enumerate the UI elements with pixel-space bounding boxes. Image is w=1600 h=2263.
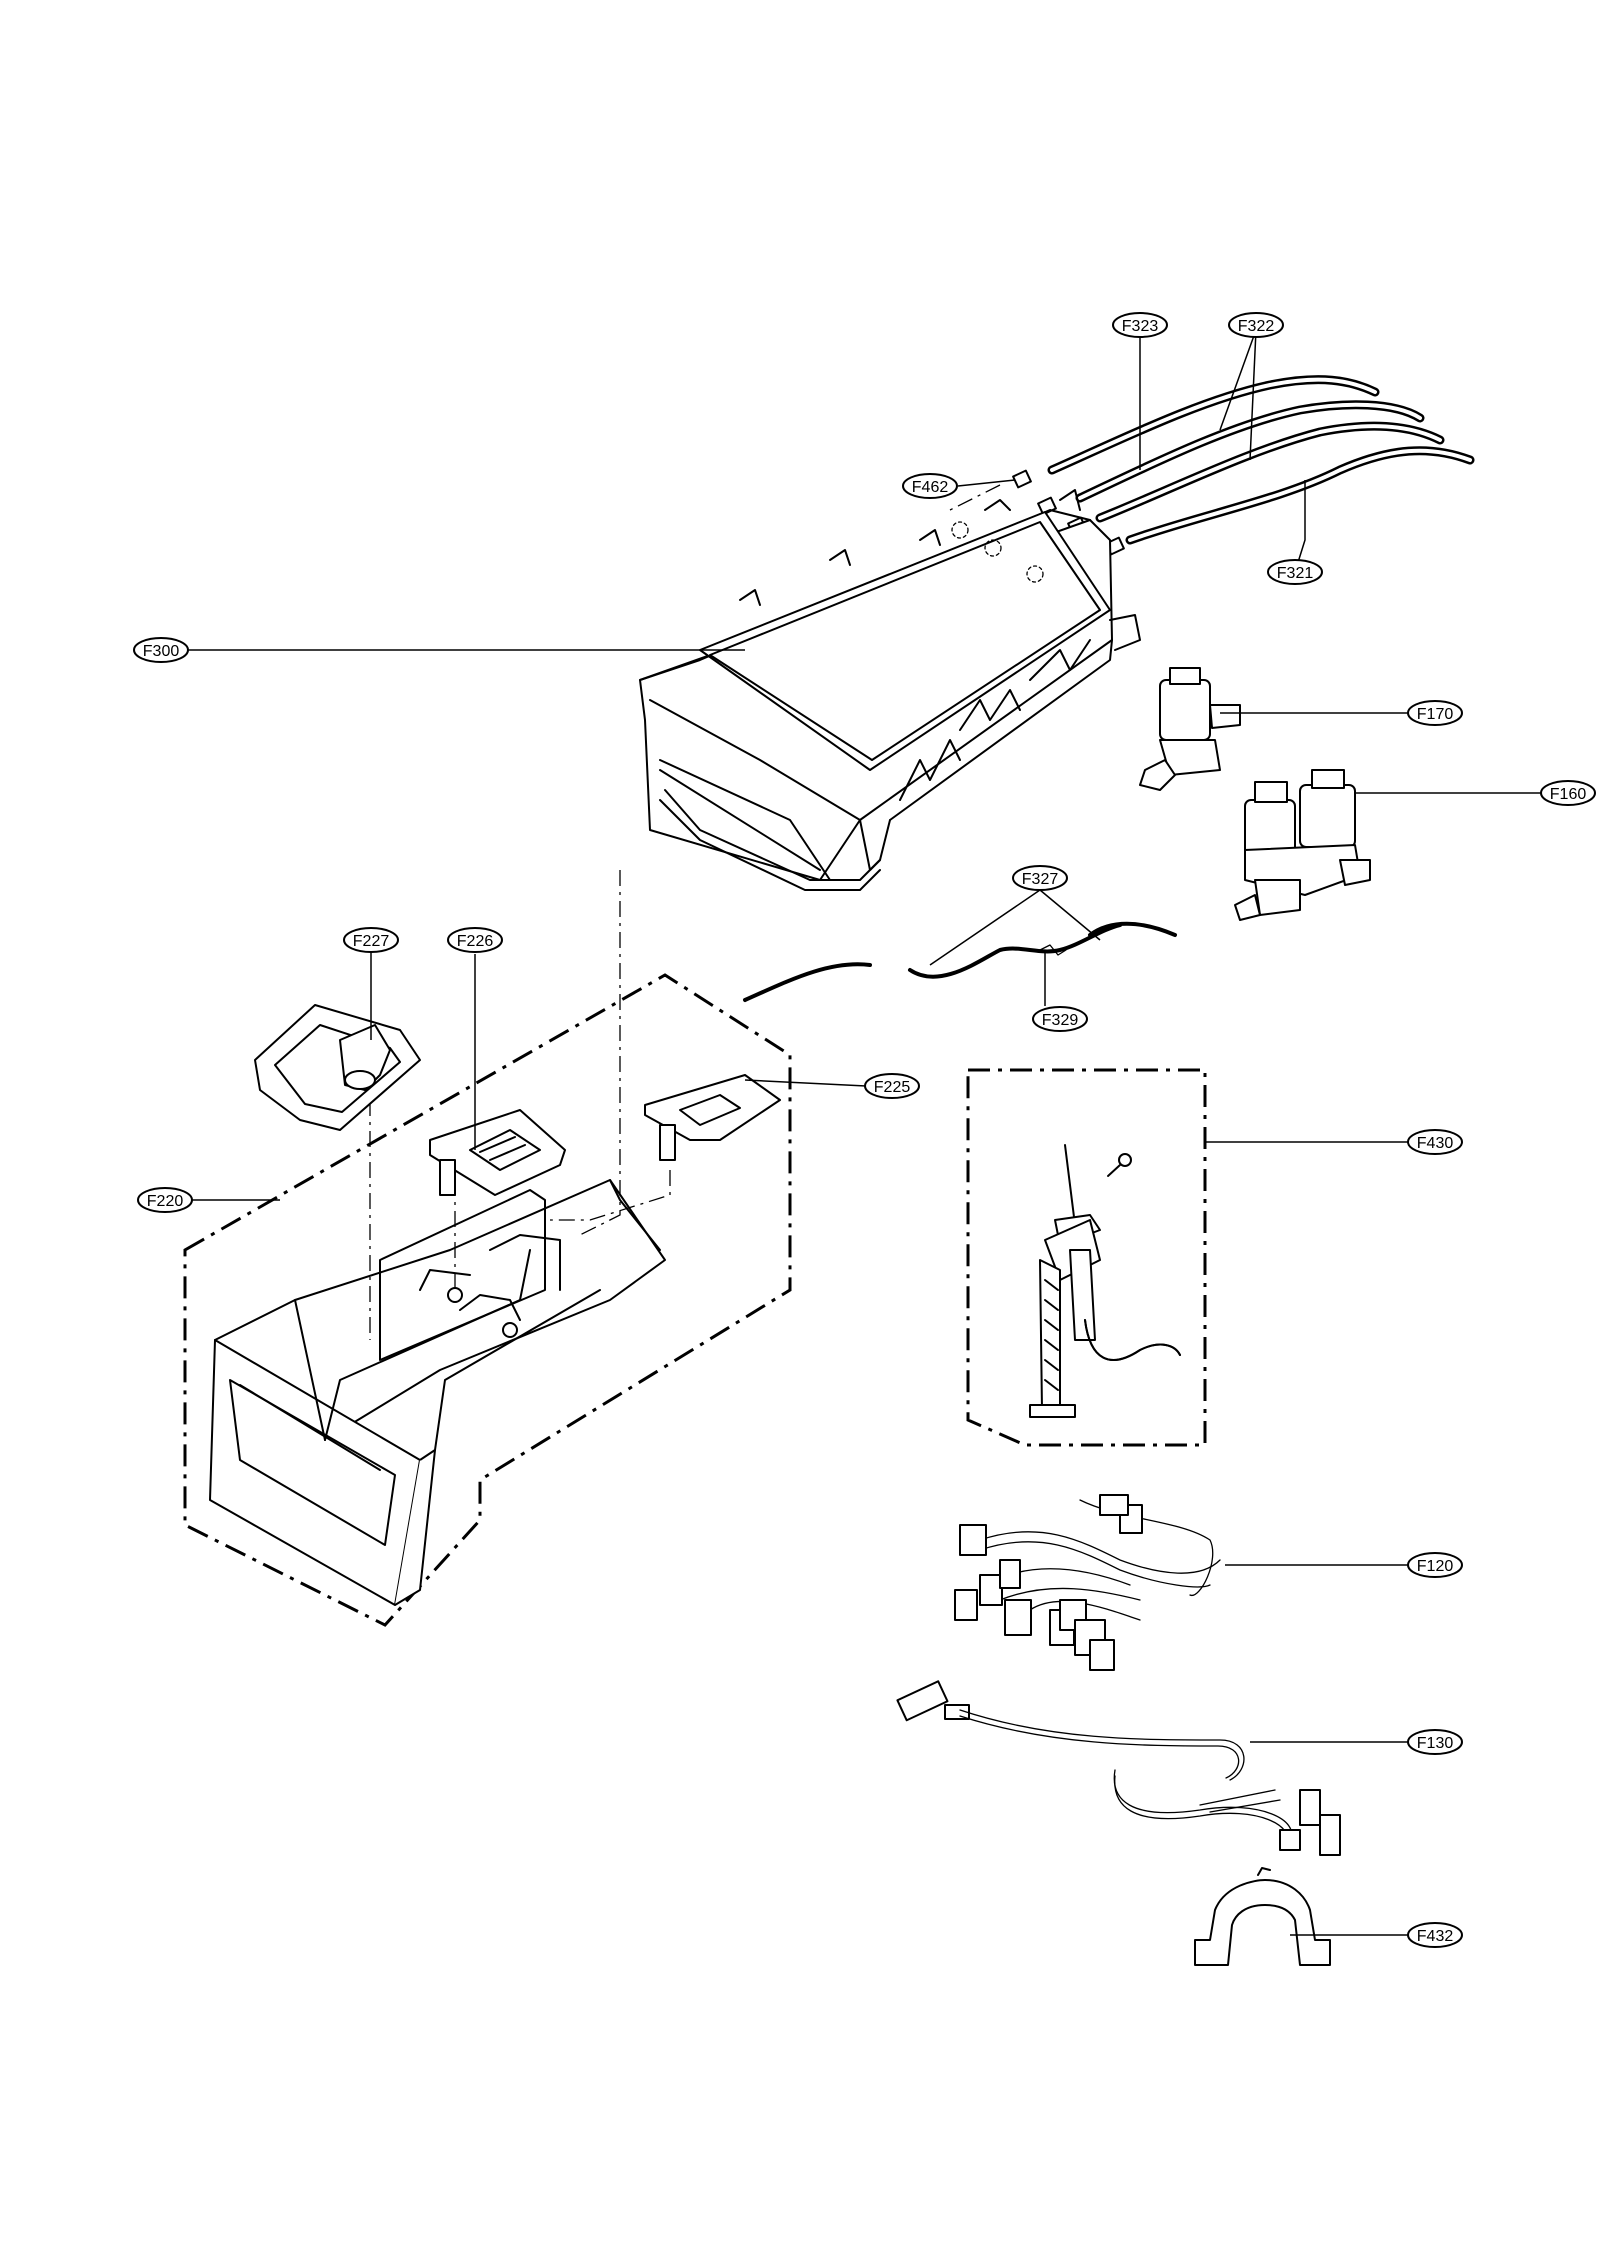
callout-F220: F220 xyxy=(137,1187,193,1213)
callout-label: F430 xyxy=(1417,1135,1454,1152)
callout-label: F170 xyxy=(1417,706,1454,723)
callout-F227: F227 xyxy=(343,927,399,953)
callout-label: F432 xyxy=(1417,1928,1454,1945)
callout-F432: F432 xyxy=(1407,1922,1463,1948)
callout-label: F226 xyxy=(457,933,494,950)
callout-label: F300 xyxy=(143,643,180,660)
callout-label: F327 xyxy=(1022,871,1059,888)
callout-F321: F321 xyxy=(1267,559,1323,585)
callout-F462: F462 xyxy=(902,473,958,499)
callout-label: F130 xyxy=(1417,1735,1454,1752)
drain-hose-kit xyxy=(966,1068,1207,1447)
double-water-valve xyxy=(1234,769,1371,921)
callout-F323: F323 xyxy=(1112,312,1168,338)
bleach-cap xyxy=(644,1074,781,1161)
dispenser-housing xyxy=(639,489,1141,891)
callout-F327: F327 xyxy=(1012,865,1068,891)
signal-wire-harness xyxy=(896,1680,1341,1856)
callout-label: F160 xyxy=(1550,786,1587,803)
softener-cap xyxy=(429,1109,566,1196)
callout-F120: F120 xyxy=(1407,1552,1463,1578)
callout-label: F120 xyxy=(1417,1558,1454,1575)
single-water-valve xyxy=(1139,667,1241,791)
callout-label: F329 xyxy=(1042,1012,1079,1029)
callout-label: F462 xyxy=(912,479,949,496)
callout-label: F220 xyxy=(147,1193,184,1210)
callout-label: F322 xyxy=(1238,318,1275,335)
siphon-cap xyxy=(254,1004,421,1131)
callout-label: F321 xyxy=(1277,565,1314,582)
callout-F322: F322 xyxy=(1228,312,1284,338)
callout-F160: F160 xyxy=(1540,780,1596,806)
dispenser-drawer xyxy=(183,870,792,1627)
callout-F225: F225 xyxy=(864,1073,920,1099)
callout-F430: F430 xyxy=(1407,1129,1463,1155)
callout-F130: F130 xyxy=(1407,1729,1463,1755)
callout-F300: F300 xyxy=(133,637,189,663)
callout-F226: F226 xyxy=(447,927,503,953)
callout-label: F227 xyxy=(353,933,390,950)
main-wire-harness xyxy=(954,1494,1221,1671)
hose-clip xyxy=(1194,1867,1331,1966)
callout-label: F323 xyxy=(1122,318,1159,335)
callout-F170: F170 xyxy=(1407,700,1463,726)
wire-harness-small xyxy=(743,921,1177,1002)
callout-F329: F329 xyxy=(1032,1006,1088,1032)
leader-lines xyxy=(188,322,1542,1936)
callout-label: F225 xyxy=(874,1079,911,1096)
